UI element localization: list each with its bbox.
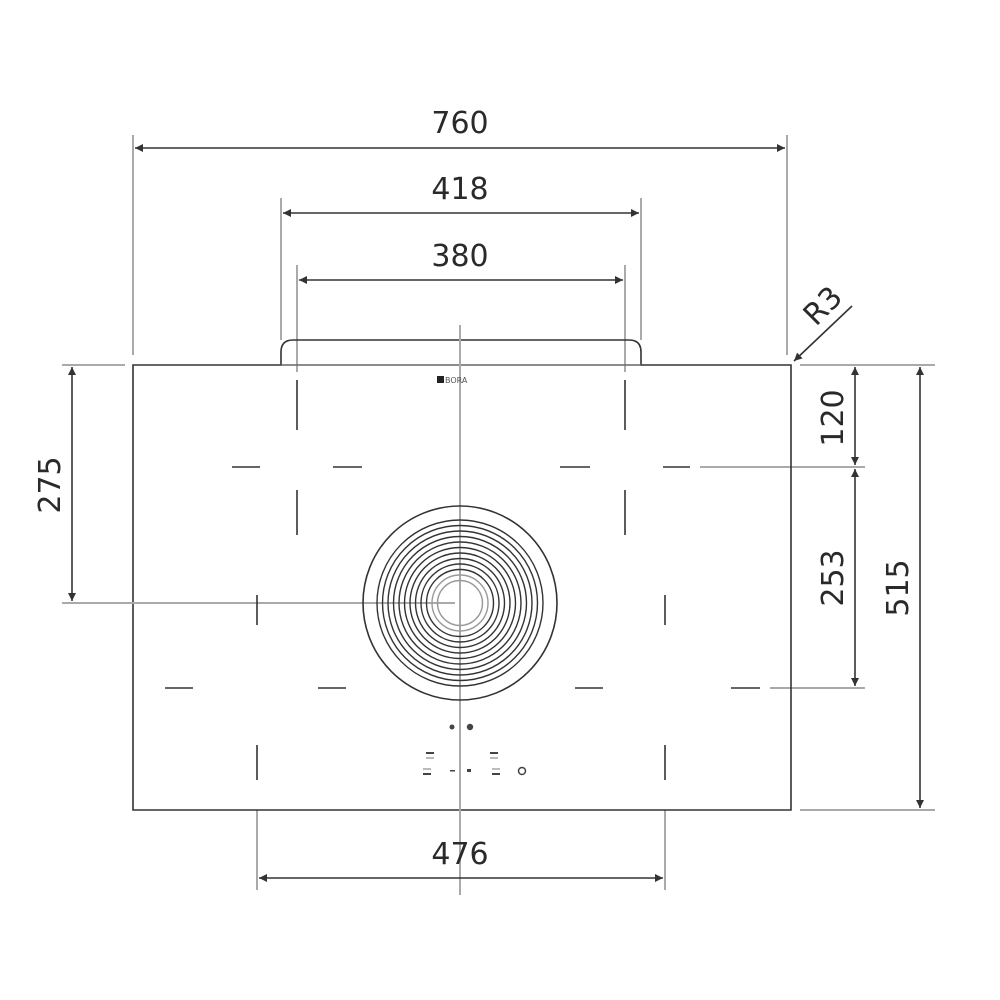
svg-text:BORA: BORA: [445, 376, 468, 385]
vent-ring: [431, 574, 489, 632]
dim-253: 253: [816, 549, 851, 606]
bora-logo: BORA: [437, 376, 468, 385]
dim-275: 275: [33, 456, 68, 513]
extension-lines: [62, 135, 935, 890]
slider-left-top: [426, 752, 434, 754]
dim-476: 476: [431, 837, 488, 872]
vent-ring: [376, 519, 544, 687]
vent-ring: [387, 530, 533, 676]
vent-ring: [392, 535, 528, 671]
dim-120: 120: [816, 389, 851, 446]
vent-ring: [409, 552, 511, 654]
vent-ring: [420, 563, 500, 643]
vent-ring: [403, 546, 517, 660]
vent-ring: [425, 568, 495, 638]
vent-ring: [436, 579, 484, 627]
timer-icon: [517, 766, 527, 776]
cooking-zone-markers: [165, 380, 760, 780]
dim-515: 515: [881, 559, 916, 616]
power-icon: [449, 724, 455, 730]
dim-760: 760: [431, 106, 488, 141]
cooktop-outline: [132, 339, 792, 811]
dim-380: 380: [431, 239, 488, 274]
control-panel: [423, 723, 527, 776]
dimension-lines: [68, 144, 924, 882]
dim-r3: R3: [797, 280, 850, 333]
vent-ring: [381, 524, 539, 682]
function-icon: [466, 723, 474, 731]
extractor-vent: [362, 505, 558, 701]
vent-ring: [414, 557, 506, 649]
dim-418: 418: [431, 172, 488, 207]
vent-outer-ring: [362, 505, 558, 701]
vent-ring: [398, 541, 522, 665]
